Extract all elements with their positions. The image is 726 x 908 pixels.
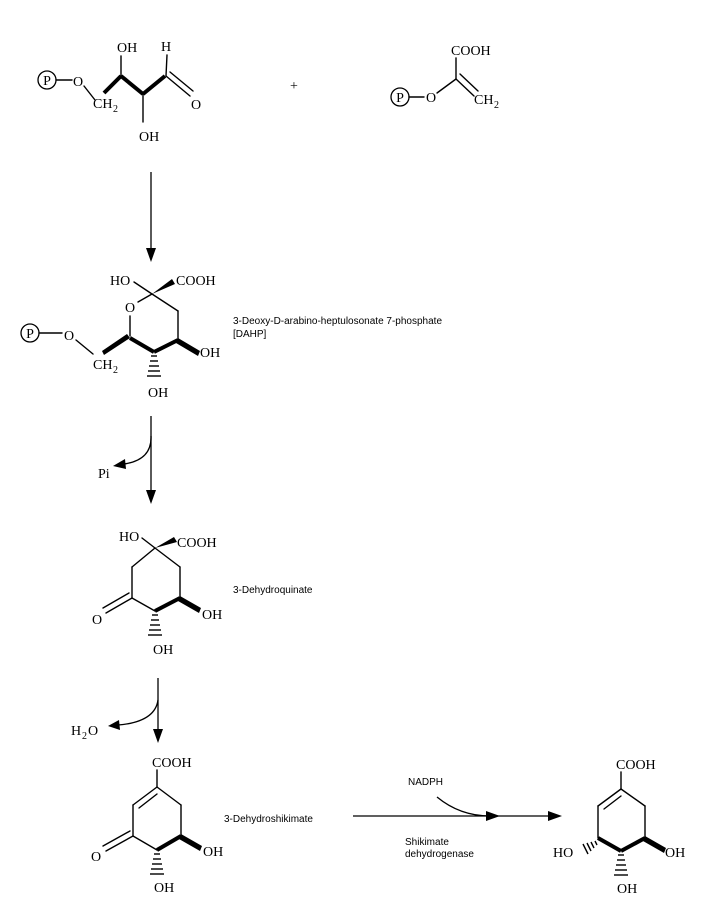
wedge-bond-icon [176, 338, 200, 356]
phosphate-symbol: P [26, 327, 34, 342]
methylene-subscript: 2 [113, 365, 118, 376]
curved-arrow-head-icon [108, 720, 120, 730]
methylene-label: CH [93, 97, 112, 112]
carboxyl-group: COOH [152, 756, 192, 771]
dahp-structure: P O CH 2 O COOH HO OH OH [20, 274, 220, 401]
shikimate-structure: COOH HO OH OH [553, 758, 685, 897]
water-release-label: H [71, 724, 81, 739]
wedge-bond-icon [643, 836, 666, 853]
plus-sign: + [290, 79, 298, 94]
aldehyde-hydrogen: H [161, 40, 171, 55]
dahp-name-label: 3-Deoxy-D-arabino-heptulosonate 7-phosph… [233, 316, 442, 327]
c1-hydroxyl: HO [119, 530, 139, 545]
wedge-bond-icon [178, 596, 201, 613]
nadph-cofactor-label: NADPH [408, 777, 443, 788]
carboxyl-group: COOH [616, 758, 656, 773]
hydroxyl-c5: OH [153, 643, 173, 658]
ether-oxygen: O [426, 91, 436, 106]
ether-oxygen: O [64, 329, 74, 344]
hashed-bond-icon [582, 840, 598, 855]
wedge-bond-icon [102, 334, 130, 355]
methylene-subscript: 2 [113, 104, 118, 115]
reaction-arrow-condensation [146, 172, 156, 262]
methylene-label: CH [93, 358, 112, 373]
wedge-bond-icon [179, 834, 202, 851]
curved-arrow-head-icon [486, 811, 500, 821]
phosphate-symbol: P [396, 91, 404, 106]
hydroxyl-c4: OH [617, 882, 637, 897]
hydroxyl-c3: HO [553, 846, 573, 861]
dehydroquinate-label: 3-Dehydroquinate [233, 585, 313, 596]
ketone-oxygen: O [91, 850, 101, 865]
erythrose-4-phosphate-structure: P O CH 2 OH OH H O [37, 40, 201, 145]
carboxyl-group: COOH [176, 274, 216, 289]
hashed-bond-icon [150, 853, 164, 875]
anomeric-hydroxyl: HO [110, 274, 130, 289]
hydroxyl-c5: OH [148, 386, 168, 401]
reaction-arrow-cyclization [113, 416, 156, 504]
carboxyl-group: COOH [177, 536, 217, 551]
hydroxyl-c5: OH [154, 881, 174, 896]
ketone-oxygen: O [92, 613, 102, 628]
dahp-abbreviation-label: [DAHP] [233, 329, 267, 340]
wedge-bond-icon [155, 537, 177, 548]
reaction-arrow-dehydration [108, 678, 163, 743]
hydroxyl-c4: OH [200, 346, 220, 361]
hydroxyl-c5: OH [665, 846, 685, 861]
water-oxygen: O [88, 724, 98, 739]
hydroxyl-c4: OH [203, 845, 223, 860]
dehydroshikimate-structure: COOH O OH OH [91, 756, 223, 896]
enzyme-name-line1: Shikimate [405, 837, 449, 848]
hashed-bond-icon [614, 854, 628, 876]
dehydroshikimate-label: 3-Dehydroshikimate [224, 814, 313, 825]
phosphate-release-label: Pi [98, 467, 110, 482]
hashed-bond-icon [147, 355, 161, 377]
carboxyl-group: COOH [451, 44, 491, 59]
water-subscript: 2 [82, 731, 87, 742]
methylene-subscript: 2 [494, 100, 499, 111]
dehydroquinate-structure: COOH HO O OH OH [92, 530, 222, 658]
hydroxyl-c2: OH [139, 130, 159, 145]
enzyme-name-line2: dehydrogenase [405, 849, 474, 860]
wedge-bond-icon [152, 279, 175, 294]
ring-oxygen: O [125, 301, 135, 316]
hydroxyl-c3: OH [117, 41, 137, 56]
methylene-label: CH [474, 93, 493, 108]
aldehyde-oxygen: O [191, 98, 201, 113]
phosphate-symbol: P [43, 74, 51, 89]
ether-oxygen: O [73, 75, 83, 90]
hashed-bond-icon [148, 614, 162, 636]
curved-arrow-head-icon [113, 459, 126, 469]
reaction-arrow-reduction [353, 796, 562, 821]
phosphoenolpyruvate-structure: P O COOH CH 2 [390, 44, 499, 111]
hydroxyl-c4: OH [202, 608, 222, 623]
